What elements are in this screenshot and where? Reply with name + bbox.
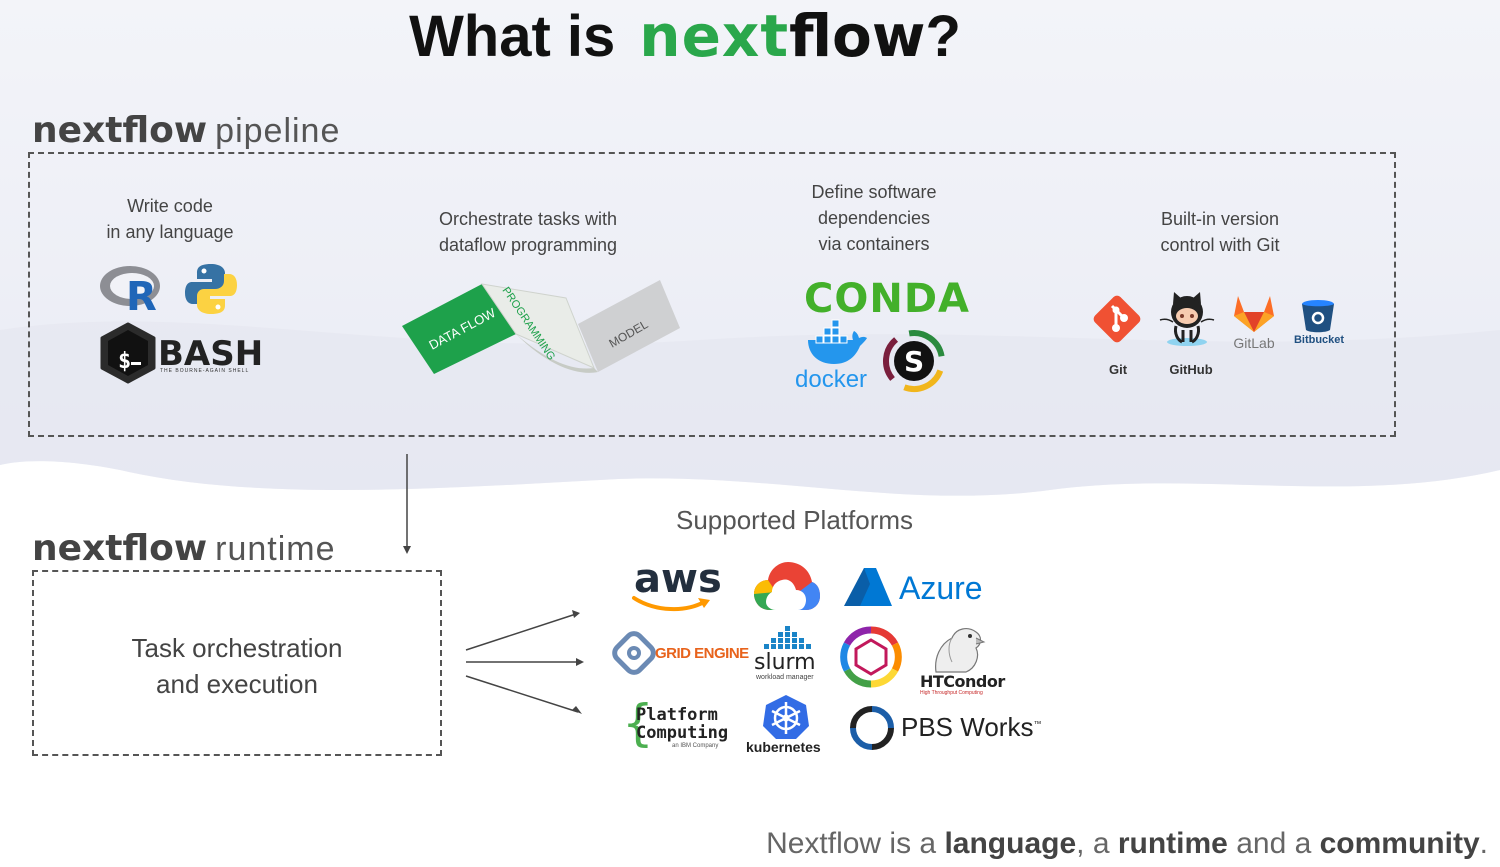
platforms-title: Supported Platforms: [676, 505, 914, 535]
caption-line: dataflow programming: [438, 235, 618, 255]
footer-text: , a: [1076, 827, 1118, 860]
caption-git: Built-in version control with Git: [1120, 206, 1320, 258]
pbs-works-icon: [850, 706, 894, 750]
grid-engine-icon: [612, 631, 656, 675]
platform-arrows: [465, 610, 584, 714]
pipeline-brand: nextflow: [32, 110, 208, 151]
caption-line: via containers: [818, 234, 930, 254]
platform-computing-brace-icon: {: [622, 694, 654, 752]
title-suffix: ?: [925, 4, 961, 69]
svg-text:$: $: [118, 349, 131, 374]
grid-engine-wordmark: GRID ENGINE: [655, 645, 749, 662]
htcondor-subtitle: High Throughput Computing: [920, 690, 983, 696]
github-label: GitHub: [1169, 362, 1213, 377]
runtime-brand: nextflow: [32, 528, 208, 569]
azure-wordmark: Azure: [899, 570, 983, 606]
caption-orchestrate: Orchestrate tasks with dataflow programm…: [410, 206, 646, 258]
python-icon: [185, 264, 237, 314]
caption-line: dependencies: [817, 208, 931, 228]
google-cloud-icon: [754, 562, 820, 610]
r-language-icon: R: [100, 266, 160, 320]
footer-text: Nextflow is a: [766, 827, 945, 860]
bash-subtitle: THE BOURNE-AGAIN SHELL: [160, 368, 250, 374]
bash-wordmark: BASH: [158, 334, 264, 374]
slurm-icon: [764, 626, 811, 649]
github-octocat-icon: [1159, 292, 1215, 346]
pbs-works-trademark: ™: [1033, 719, 1042, 729]
htcondor-wordmark: HTCondor: [920, 672, 1005, 691]
slurm-subtitle: workload manager: [756, 674, 814, 681]
scheduler-ring-icon: [840, 626, 902, 688]
caption-line: control with Git: [1160, 235, 1280, 255]
title-brand-next: next: [639, 2, 790, 70]
caption-write-code: Write code in any language: [70, 193, 270, 245]
singularity-icon: S: [883, 330, 945, 392]
page-title: What is nextflow?: [0, 2, 1370, 70]
caption-line: Orchestrate tasks with: [438, 209, 618, 229]
pbs-works-text: PBS Works: [901, 712, 1034, 742]
singularity-letter: S: [904, 345, 924, 378]
footer-bold-runtime: runtime: [1117, 827, 1228, 860]
platform-computing-subtitle: an IBM Company: [672, 743, 719, 749]
footer-bold-language: language: [944, 827, 1077, 860]
docker-whale-icon: [808, 319, 867, 364]
runtime-label: runtime: [215, 530, 336, 568]
title-prefix: What is: [409, 4, 616, 69]
kubernetes-icon: [763, 695, 809, 739]
conda-logo: CONDA: [804, 276, 970, 322]
aws-wordmark: aws: [634, 556, 722, 602]
gitlab-icon: [1234, 296, 1274, 332]
caption-line: Define software: [811, 182, 937, 202]
runtime-line: and execution: [156, 669, 318, 699]
aws-smile-icon: [632, 596, 710, 612]
footer-tagline: Nextflow is a language, a runtime and a …: [766, 827, 1488, 861]
runtime-description: Task orchestration and execution: [32, 630, 442, 702]
r-letter: R: [126, 274, 157, 320]
caption-containers: Define software dependencies via contain…: [774, 179, 974, 257]
dataflow-ribbon-illustration: DATA FLOW PROGRAMMING MODEL: [402, 280, 680, 374]
platform-computing-wordmark: Platform Computing: [636, 706, 728, 742]
bash-icon: $: [100, 322, 156, 384]
caption-line: Built-in version: [1160, 209, 1280, 229]
git-icon: [1093, 295, 1141, 343]
bitbucket-icon: [1302, 300, 1334, 333]
platform-computing-line: Computing: [636, 723, 729, 743]
bitbucket-label: Bitbucket: [1293, 334, 1345, 346]
footer-text: .: [1479, 827, 1488, 860]
azure-icon: [844, 568, 892, 606]
docker-wordmark: docker: [795, 366, 868, 393]
down-arrow: [403, 454, 411, 554]
title-brand-flow: flow: [789, 2, 926, 70]
runtime-box: [32, 570, 442, 756]
pipeline-box: [28, 152, 1396, 437]
pipeline-label: pipeline: [215, 112, 341, 150]
htcondor-bird-icon: [935, 628, 986, 673]
gitlab-label: GitLab: [1233, 335, 1275, 351]
footer-bold-community: community: [1319, 827, 1480, 860]
background-wave: [0, 0, 1500, 496]
runtime-line: Task orchestration: [131, 633, 343, 663]
kubernetes-wordmark: kubernetes: [746, 739, 821, 755]
footer-text: and a: [1227, 827, 1320, 860]
slurm-wordmark: slurm: [754, 650, 816, 675]
platform-computing-line: Platform: [636, 705, 718, 725]
caption-line: in any language: [106, 222, 234, 242]
git-label: Git: [1108, 362, 1128, 377]
caption-line: Write code: [127, 196, 213, 216]
pbs-works-wordmark: PBS Works™: [901, 712, 1041, 743]
